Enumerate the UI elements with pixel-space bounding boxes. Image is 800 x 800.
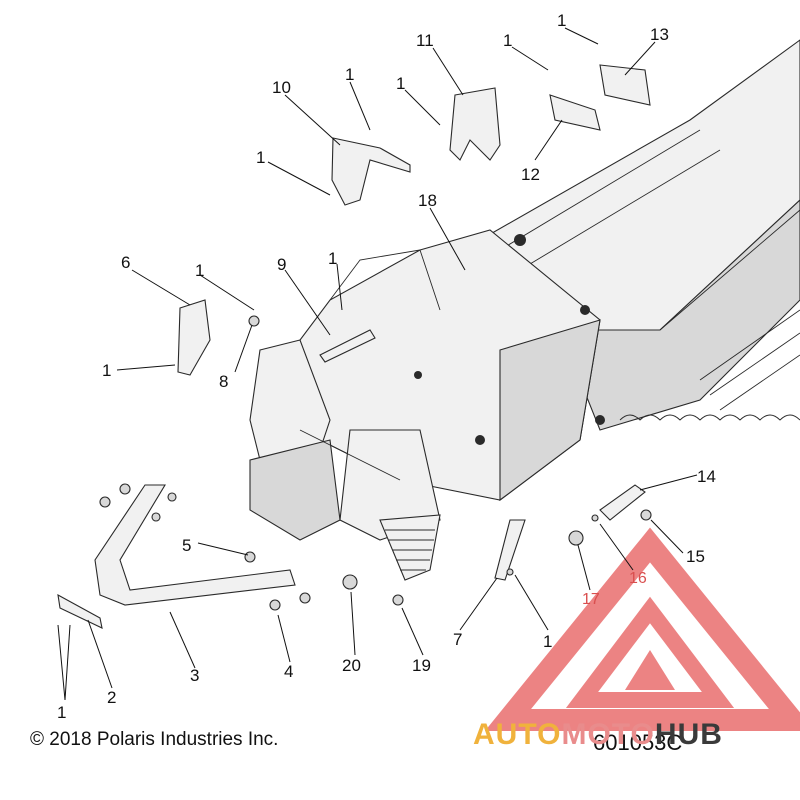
part-11-bracket [449, 87, 501, 161]
callout-labels: 1 1 1 1 1 1 1 1 1 1 2 3 4 5 6 7 8 9 10 1… [57, 11, 716, 722]
callout-13: 13 [650, 25, 669, 44]
part-10-bracket [331, 137, 411, 206]
callout-1: 1 [57, 703, 66, 722]
part-7-bracket [494, 519, 526, 581]
callout-5: 5 [182, 536, 191, 555]
part-3-bumper [94, 484, 296, 606]
callout-1: 1 [195, 261, 204, 280]
part-2-bracket [57, 593, 103, 629]
watermark-text: AUTOMOTOHUB [473, 718, 723, 752]
part-13-bracket [599, 64, 651, 106]
callout-19: 19 [412, 656, 431, 675]
callout-1: 1 [503, 31, 512, 50]
part-6-bracket [177, 299, 211, 376]
callout-1: 1 [102, 361, 111, 380]
leader-lines [57, 27, 698, 701]
callout-20: 20 [342, 656, 361, 675]
fasteners [99, 315, 652, 611]
chassis-tunnel [479, 39, 800, 431]
callout-1: 1 [328, 249, 337, 268]
callout-1: 1 [345, 65, 354, 84]
callout-17: 17 [582, 591, 600, 608]
drawing-number: 601053C [593, 730, 683, 755]
callout-1: 1 [557, 11, 566, 30]
callout-16: 16 [629, 570, 647, 587]
watermark-text-part-c: HUB [654, 718, 723, 751]
callout-11: 11 [416, 31, 434, 50]
main-frame-18 [249, 229, 605, 541]
steering-boot [379, 514, 441, 581]
watermark-text-part-b: MOTO [561, 718, 655, 751]
callout-9: 9 [277, 255, 286, 274]
callout-3: 3 [190, 666, 199, 685]
callout-7: 7 [453, 630, 462, 649]
watermark-text-part-a: AUTO [473, 718, 562, 751]
track-cleats [619, 309, 800, 421]
callout-6: 6 [121, 253, 130, 272]
callout-14: 14 [697, 467, 716, 486]
part-9-bracket [319, 329, 376, 363]
callout-2: 2 [107, 688, 116, 707]
callout-1: 1 [256, 148, 265, 167]
watermark-logo [484, 527, 800, 731]
callout-8: 8 [219, 372, 228, 391]
callout-1: 1 [396, 74, 405, 93]
part-14-bracket [599, 484, 646, 521]
part-12-bracket [549, 94, 601, 131]
callout-10: 10 [272, 78, 291, 97]
copyright-notice: © 2018 Polaris Industries Inc. [30, 729, 279, 750]
callout-15: 15 [686, 547, 705, 566]
callout-1: 1 [543, 632, 552, 651]
callout-4: 4 [284, 662, 293, 681]
callout-18: 18 [418, 191, 437, 210]
callout-12: 12 [521, 165, 540, 184]
